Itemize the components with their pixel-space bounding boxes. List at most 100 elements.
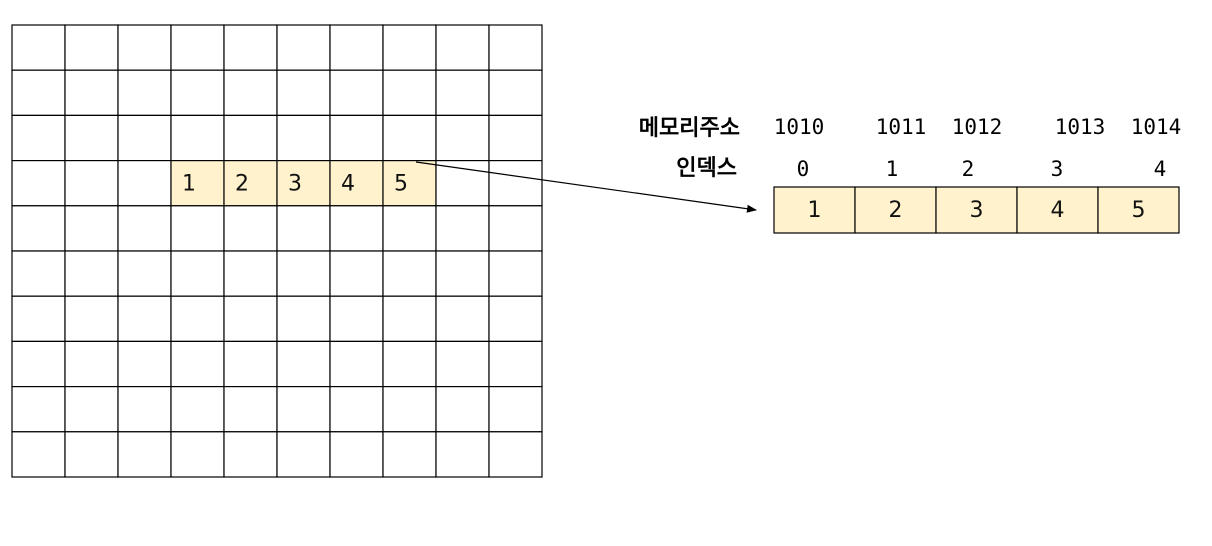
memory-address-label: 메모리주소 xyxy=(639,116,740,141)
index-value: 0 xyxy=(797,157,810,181)
memory-cell xyxy=(64,431,119,478)
memory-cell xyxy=(488,295,543,343)
memory-cell xyxy=(64,69,119,116)
index-value: 3 xyxy=(1051,157,1064,181)
memory-cell xyxy=(11,24,66,71)
memory-cell xyxy=(11,250,66,297)
memory-cell-highlighted xyxy=(329,160,384,207)
memory-cell xyxy=(117,24,172,71)
memory-cell xyxy=(435,114,490,162)
memory-cell xyxy=(223,114,278,162)
memory-cell xyxy=(382,431,437,478)
memory-cell xyxy=(382,24,437,71)
memory-cell xyxy=(11,69,66,116)
memory-cell xyxy=(276,69,331,116)
memory-cell xyxy=(223,250,278,297)
memory-cell xyxy=(117,205,172,252)
memory-cell xyxy=(382,250,437,297)
memory-cell xyxy=(435,340,490,388)
memory-cell xyxy=(329,24,384,71)
memory-cell xyxy=(382,205,437,252)
memory-cell xyxy=(170,431,225,478)
memory-cell xyxy=(488,250,543,297)
memory-cell xyxy=(435,24,490,71)
memory-cell xyxy=(488,431,543,478)
index-row: 0 1 2 3 4 xyxy=(797,157,1167,181)
array-cell-value: 4 xyxy=(1051,198,1065,223)
memory-cell xyxy=(329,205,384,252)
index-value: 4 xyxy=(1154,157,1167,181)
memory-cell-highlighted xyxy=(223,160,278,207)
memory-cell xyxy=(276,205,331,252)
memory-cell xyxy=(170,295,225,343)
memory-cell xyxy=(276,386,331,433)
memory-cell xyxy=(488,69,543,116)
array-cell-value: 1 xyxy=(808,198,822,223)
memory-cell xyxy=(223,205,278,252)
memory-address-value: 1014 xyxy=(1131,115,1182,139)
memory-cell xyxy=(382,340,437,388)
memory-cell xyxy=(170,205,225,252)
memory-address-value: 1013 xyxy=(1055,115,1106,139)
index-value: 1 xyxy=(886,157,899,181)
memory-cell xyxy=(64,205,119,252)
memory-cell xyxy=(64,386,119,433)
memory-cell xyxy=(11,205,66,252)
memory-cell xyxy=(276,114,331,162)
index-label: 인덱스 xyxy=(676,156,737,181)
memory-cell xyxy=(223,386,278,433)
memory-cell-value: 3 xyxy=(288,172,302,197)
memory-cell xyxy=(488,160,543,207)
memory-cell xyxy=(117,340,172,388)
memory-cell xyxy=(488,24,543,71)
memory-address-value: 1012 xyxy=(952,115,1003,139)
memory-cell xyxy=(435,205,490,252)
memory-cell xyxy=(64,114,119,162)
memory-cell-highlighted xyxy=(276,160,331,207)
memory-cell xyxy=(276,340,331,388)
memory-cell xyxy=(117,250,172,297)
memory-cell xyxy=(64,295,119,343)
memory-cell xyxy=(329,69,384,116)
memory-cell xyxy=(170,69,225,116)
memory-cell xyxy=(223,295,278,343)
array-cell xyxy=(1097,186,1180,234)
memory-cell xyxy=(382,295,437,343)
memory-cell xyxy=(382,69,437,116)
memory-cell xyxy=(329,340,384,388)
memory-cell xyxy=(117,69,172,116)
memory-cell xyxy=(223,340,278,388)
memory-cell xyxy=(488,114,543,162)
memory-cell xyxy=(170,340,225,388)
memory-cell xyxy=(223,431,278,478)
array-cell-value: 3 xyxy=(970,198,984,223)
memory-cell xyxy=(117,431,172,478)
memory-cell xyxy=(11,386,66,433)
memory-cell xyxy=(382,386,437,433)
memory-cell xyxy=(170,24,225,71)
memory-cell xyxy=(435,69,490,116)
memory-cell xyxy=(329,386,384,433)
memory-cell xyxy=(11,295,66,343)
memory-cell xyxy=(11,340,66,388)
memory-cell xyxy=(329,114,384,162)
memory-cell xyxy=(488,205,543,252)
memory-cell xyxy=(329,295,384,343)
memory-cell-highlighted xyxy=(170,160,225,207)
memory-cell xyxy=(64,24,119,71)
memory-cell xyxy=(117,114,172,162)
memory-cell-value: 4 xyxy=(341,172,355,197)
array-cell-value: 5 xyxy=(1132,198,1146,223)
memory-cell xyxy=(64,160,119,207)
memory-cell xyxy=(276,431,331,478)
memory-cell-value: 1 xyxy=(182,172,196,197)
memory-cell xyxy=(435,386,490,433)
memory-cell xyxy=(11,114,66,162)
memory-cell xyxy=(435,295,490,343)
memory-cell xyxy=(170,386,225,433)
index-value: 2 xyxy=(962,157,975,181)
memory-cell xyxy=(170,250,225,297)
